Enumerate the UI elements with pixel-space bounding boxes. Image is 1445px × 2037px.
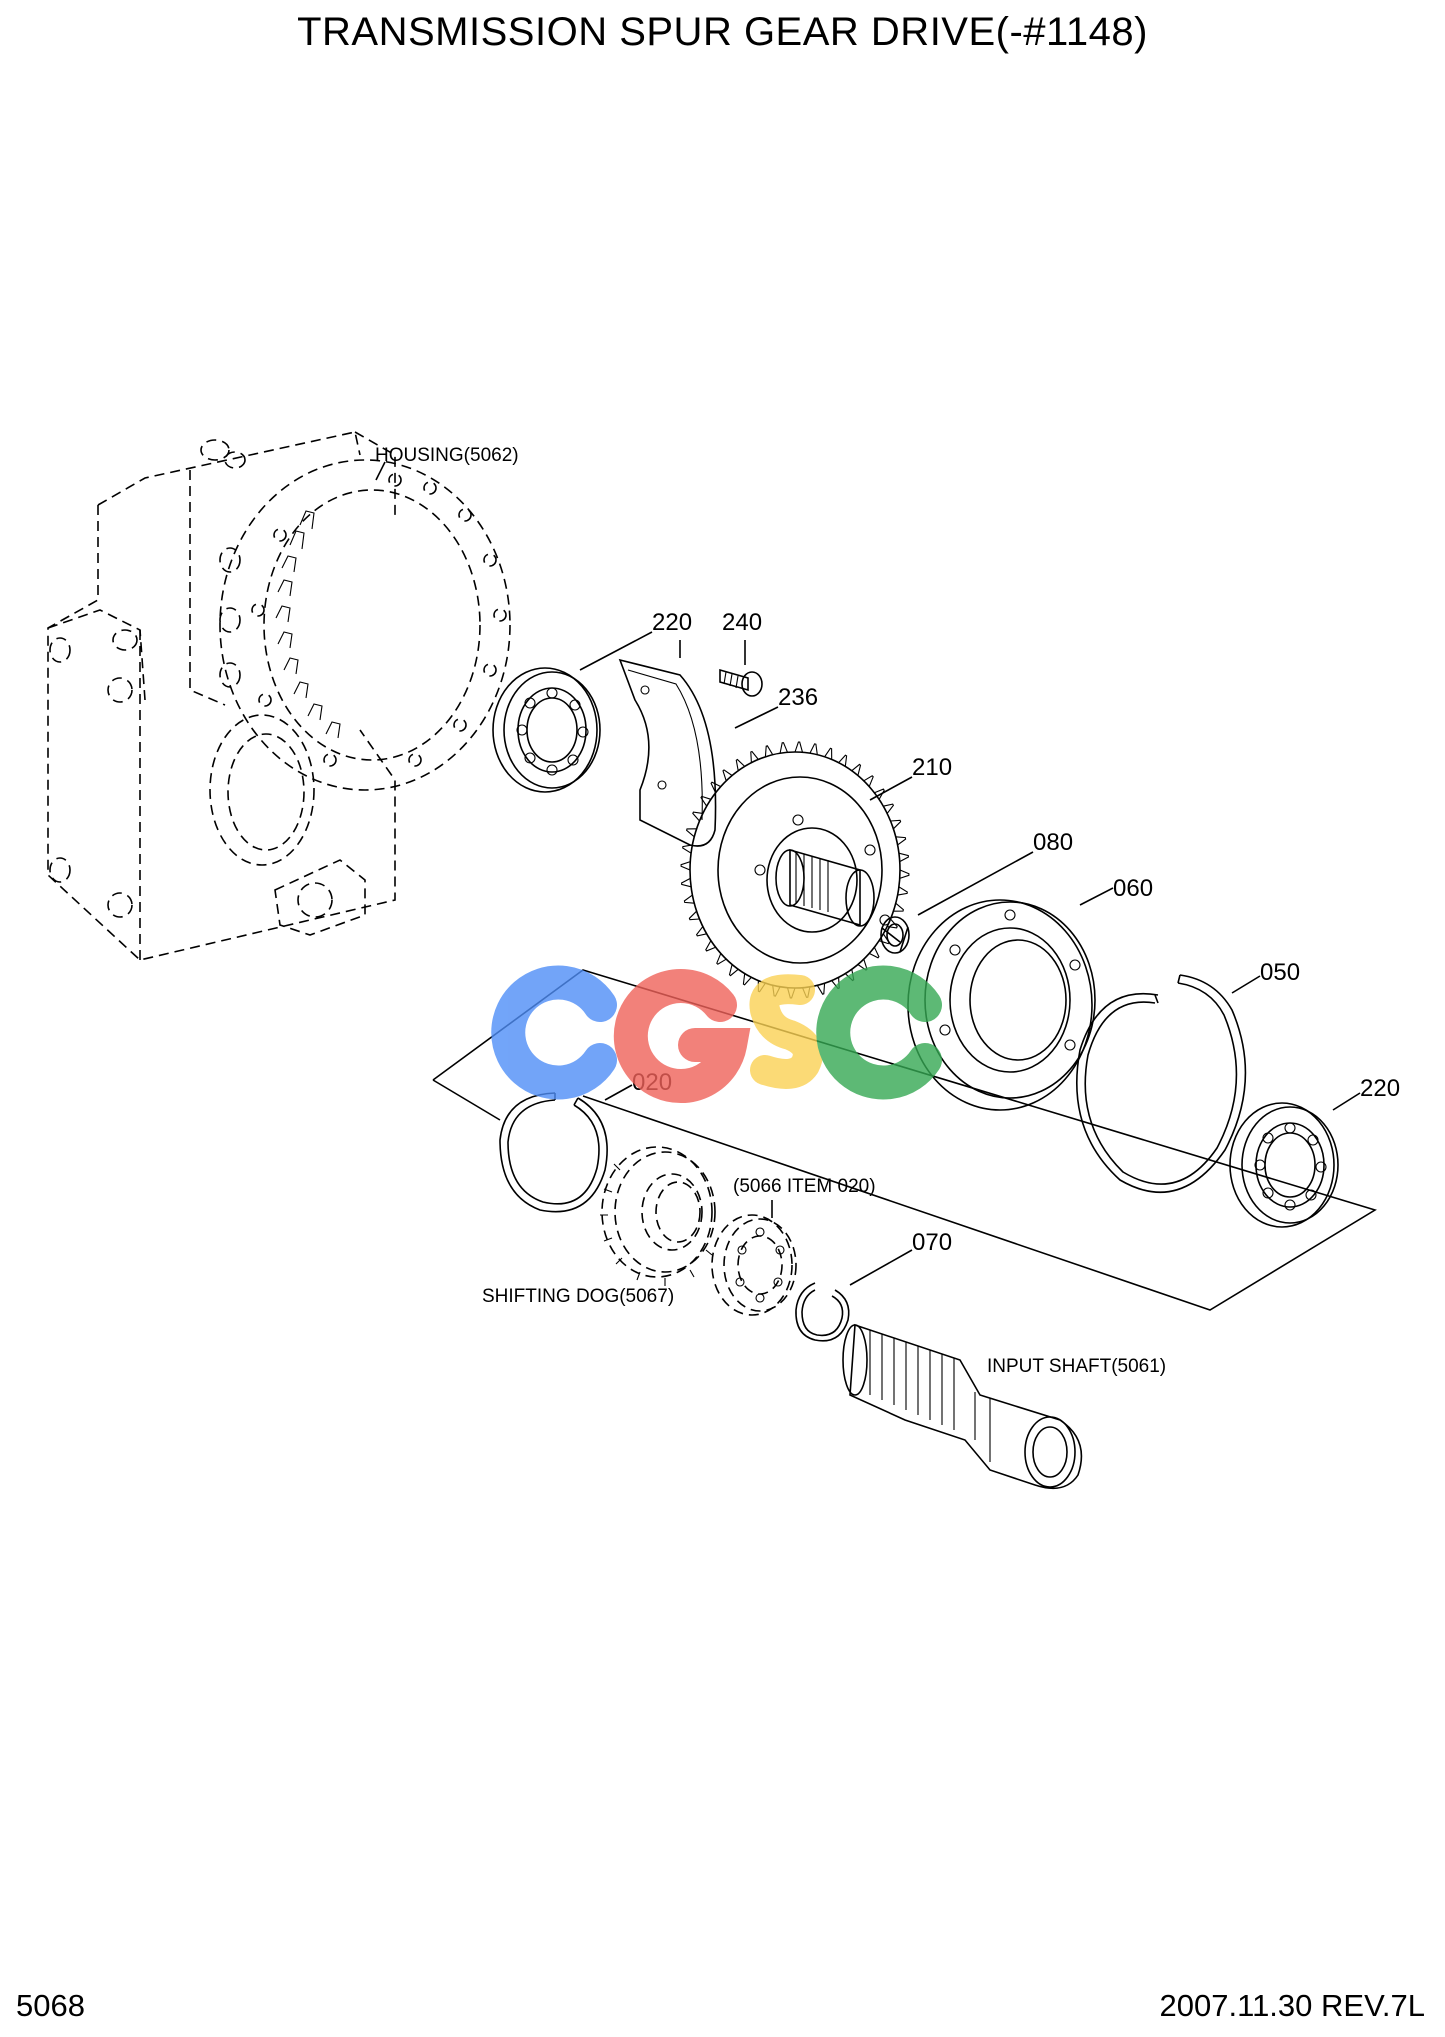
- callout-input-shaft: INPUT SHAFT(5061): [987, 1356, 1166, 1377]
- housing-leader-line: [375, 461, 386, 481]
- callout-240: 240: [722, 609, 762, 636]
- bushing-080: [880, 916, 910, 954]
- callout-070: 070: [912, 1229, 952, 1256]
- callout-236: 236: [778, 684, 818, 711]
- snap-ring-050: [1076, 974, 1247, 1194]
- leader-060: [1079, 887, 1114, 906]
- input-shaft-5061: [842, 1323, 1083, 1490]
- callout-5066-item-020: (5066 ITEM 020): [733, 1176, 876, 1197]
- leader-210: [869, 776, 913, 801]
- page-number: 5068: [16, 1988, 85, 2023]
- callout-220-right: 220: [1360, 1075, 1400, 1102]
- callout-shifting-dog: SHIFTING DOG(5067): [482, 1286, 674, 1307]
- screw-240: [719, 668, 763, 697]
- cover-plate-236: [618, 658, 717, 847]
- callout-080: 080: [1033, 829, 1073, 856]
- callout-050: 050: [1260, 959, 1300, 986]
- leader-236: [734, 706, 779, 729]
- leader-050: [1231, 975, 1261, 994]
- leader-020: [604, 1084, 633, 1101]
- callout-060: 060: [1113, 875, 1153, 902]
- bearing-220-top: [492, 667, 601, 793]
- callout-housing: HOUSING(5062): [375, 445, 519, 466]
- callout-210: 210: [912, 754, 952, 781]
- assembly-bracket-left: [432, 1079, 501, 1121]
- shifting-dog-5067: [600, 1146, 716, 1286]
- bearing-220-right: [1229, 1102, 1339, 1228]
- bearing-5066-item-020: [711, 1214, 797, 1316]
- page-title: TRANSMISSION SPUR GEAR DRIVE(-#1148): [297, 10, 1148, 54]
- snap-ring-070: [795, 1282, 850, 1342]
- leader-080: [917, 851, 1034, 916]
- cgsc-watermark: [491, 965, 942, 1104]
- leader-220-top: [579, 631, 653, 671]
- date-revision: 2007.11.30 REV.7L: [1159, 1988, 1425, 2023]
- housing-5062-outline: [47, 431, 511, 961]
- leader-220-right: [1332, 1092, 1361, 1111]
- snap-ring-020: [499, 1092, 608, 1213]
- leader-070: [849, 1249, 913, 1286]
- callout-220-top: 220: [652, 609, 692, 636]
